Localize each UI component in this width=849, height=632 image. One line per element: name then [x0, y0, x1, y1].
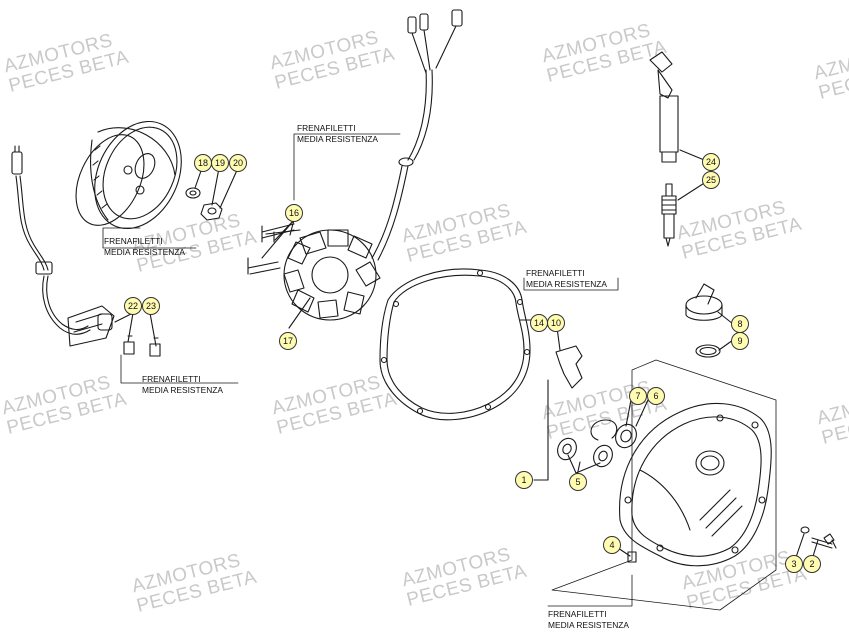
callout-3[interactable]: 3 — [785, 555, 803, 573]
note-bracket — [120, 354, 239, 384]
callout-24[interactable]: 24 — [702, 153, 720, 171]
callout-16[interactable]: 16 — [285, 204, 303, 222]
callout-9[interactable]: 9 — [731, 332, 749, 350]
bearing-5 — [557, 437, 613, 468]
callout-5[interactable]: 5 — [569, 473, 587, 491]
cover-bolt-2-3 — [800, 526, 837, 549]
callout-14[interactable]: 14 — [530, 314, 548, 332]
clip-10 — [555, 345, 583, 389]
spark-plug-cap — [649, 51, 679, 163]
filler-cap — [685, 283, 723, 321]
o-ring-9 — [695, 344, 721, 358]
callout-19[interactable]: 19 — [211, 154, 229, 172]
callout-18[interactable]: 18 — [194, 154, 212, 172]
leader — [625, 399, 649, 427]
leader — [288, 297, 311, 329]
note-bracket — [523, 277, 619, 291]
leader — [261, 219, 295, 259]
circlip — [590, 419, 618, 441]
leader — [551, 359, 777, 611]
leader — [717, 311, 734, 351]
ignition-cover — [619, 402, 772, 567]
stator — [283, 229, 381, 321]
callout-23[interactable]: 23 — [142, 297, 160, 315]
oil-seal-7 — [615, 423, 637, 449]
callout-1[interactable]: 1 — [515, 471, 533, 489]
callout-20[interactable]: 20 — [229, 154, 247, 172]
callout-7[interactable]: 7 — [629, 387, 647, 405]
callout-8[interactable]: 8 — [731, 315, 749, 333]
callout-2[interactable]: 2 — [803, 555, 821, 573]
note-bracket — [102, 227, 197, 249]
leader — [194, 167, 239, 209]
leader — [567, 454, 601, 477]
flywheel-washer-nut — [185, 187, 223, 221]
note-bracket — [293, 133, 401, 201]
pickup-sensor-harness — [11, 145, 115, 347]
note-bracket — [547, 574, 633, 607]
callout-10[interactable]: 10 — [547, 314, 565, 332]
stator-wire-harness — [371, 9, 463, 261]
flywheel-rotor — [75, 120, 182, 230]
leader — [533, 379, 549, 481]
callout-4[interactable]: 4 — [603, 536, 621, 554]
callout-22[interactable]: 22 — [124, 297, 142, 315]
callout-6[interactable]: 6 — [647, 387, 665, 405]
callout-17[interactable]: 17 — [279, 332, 297, 350]
dowel-4 — [627, 551, 637, 563]
callout-25[interactable]: 25 — [702, 171, 720, 189]
leader — [114, 312, 157, 347]
cover-gasket — [379, 268, 531, 421]
stator-screws-16 — [247, 223, 301, 275]
spark-plug — [661, 183, 677, 247]
